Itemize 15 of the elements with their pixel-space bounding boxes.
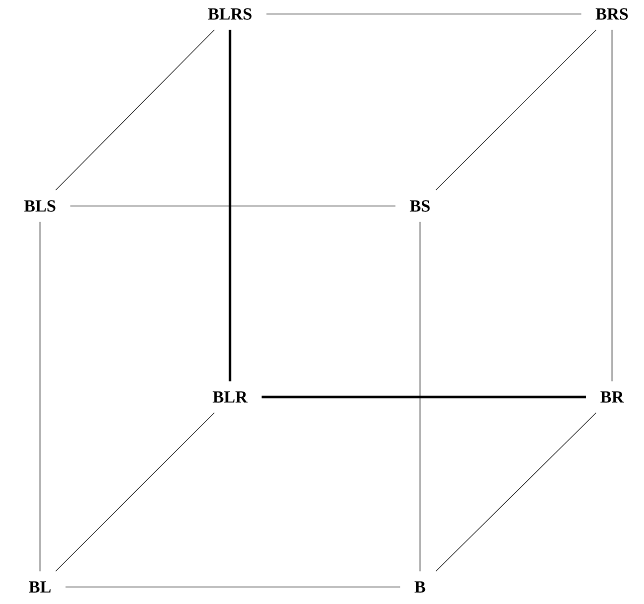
node-label: BR [600,391,624,403]
node-label: BLRS [208,8,252,20]
line [436,412,596,572]
line [65,586,400,588]
node-label: BL [28,581,51,593]
line [55,412,215,572]
node-label: BLS [24,200,56,212]
node-label: BRS [596,8,628,20]
line [262,396,586,398]
line [228,30,232,382]
line [436,30,596,190]
node-label: BLR [212,391,248,403]
node-label: BS [410,200,430,212]
line [55,30,215,190]
node-label: B [414,581,426,593]
